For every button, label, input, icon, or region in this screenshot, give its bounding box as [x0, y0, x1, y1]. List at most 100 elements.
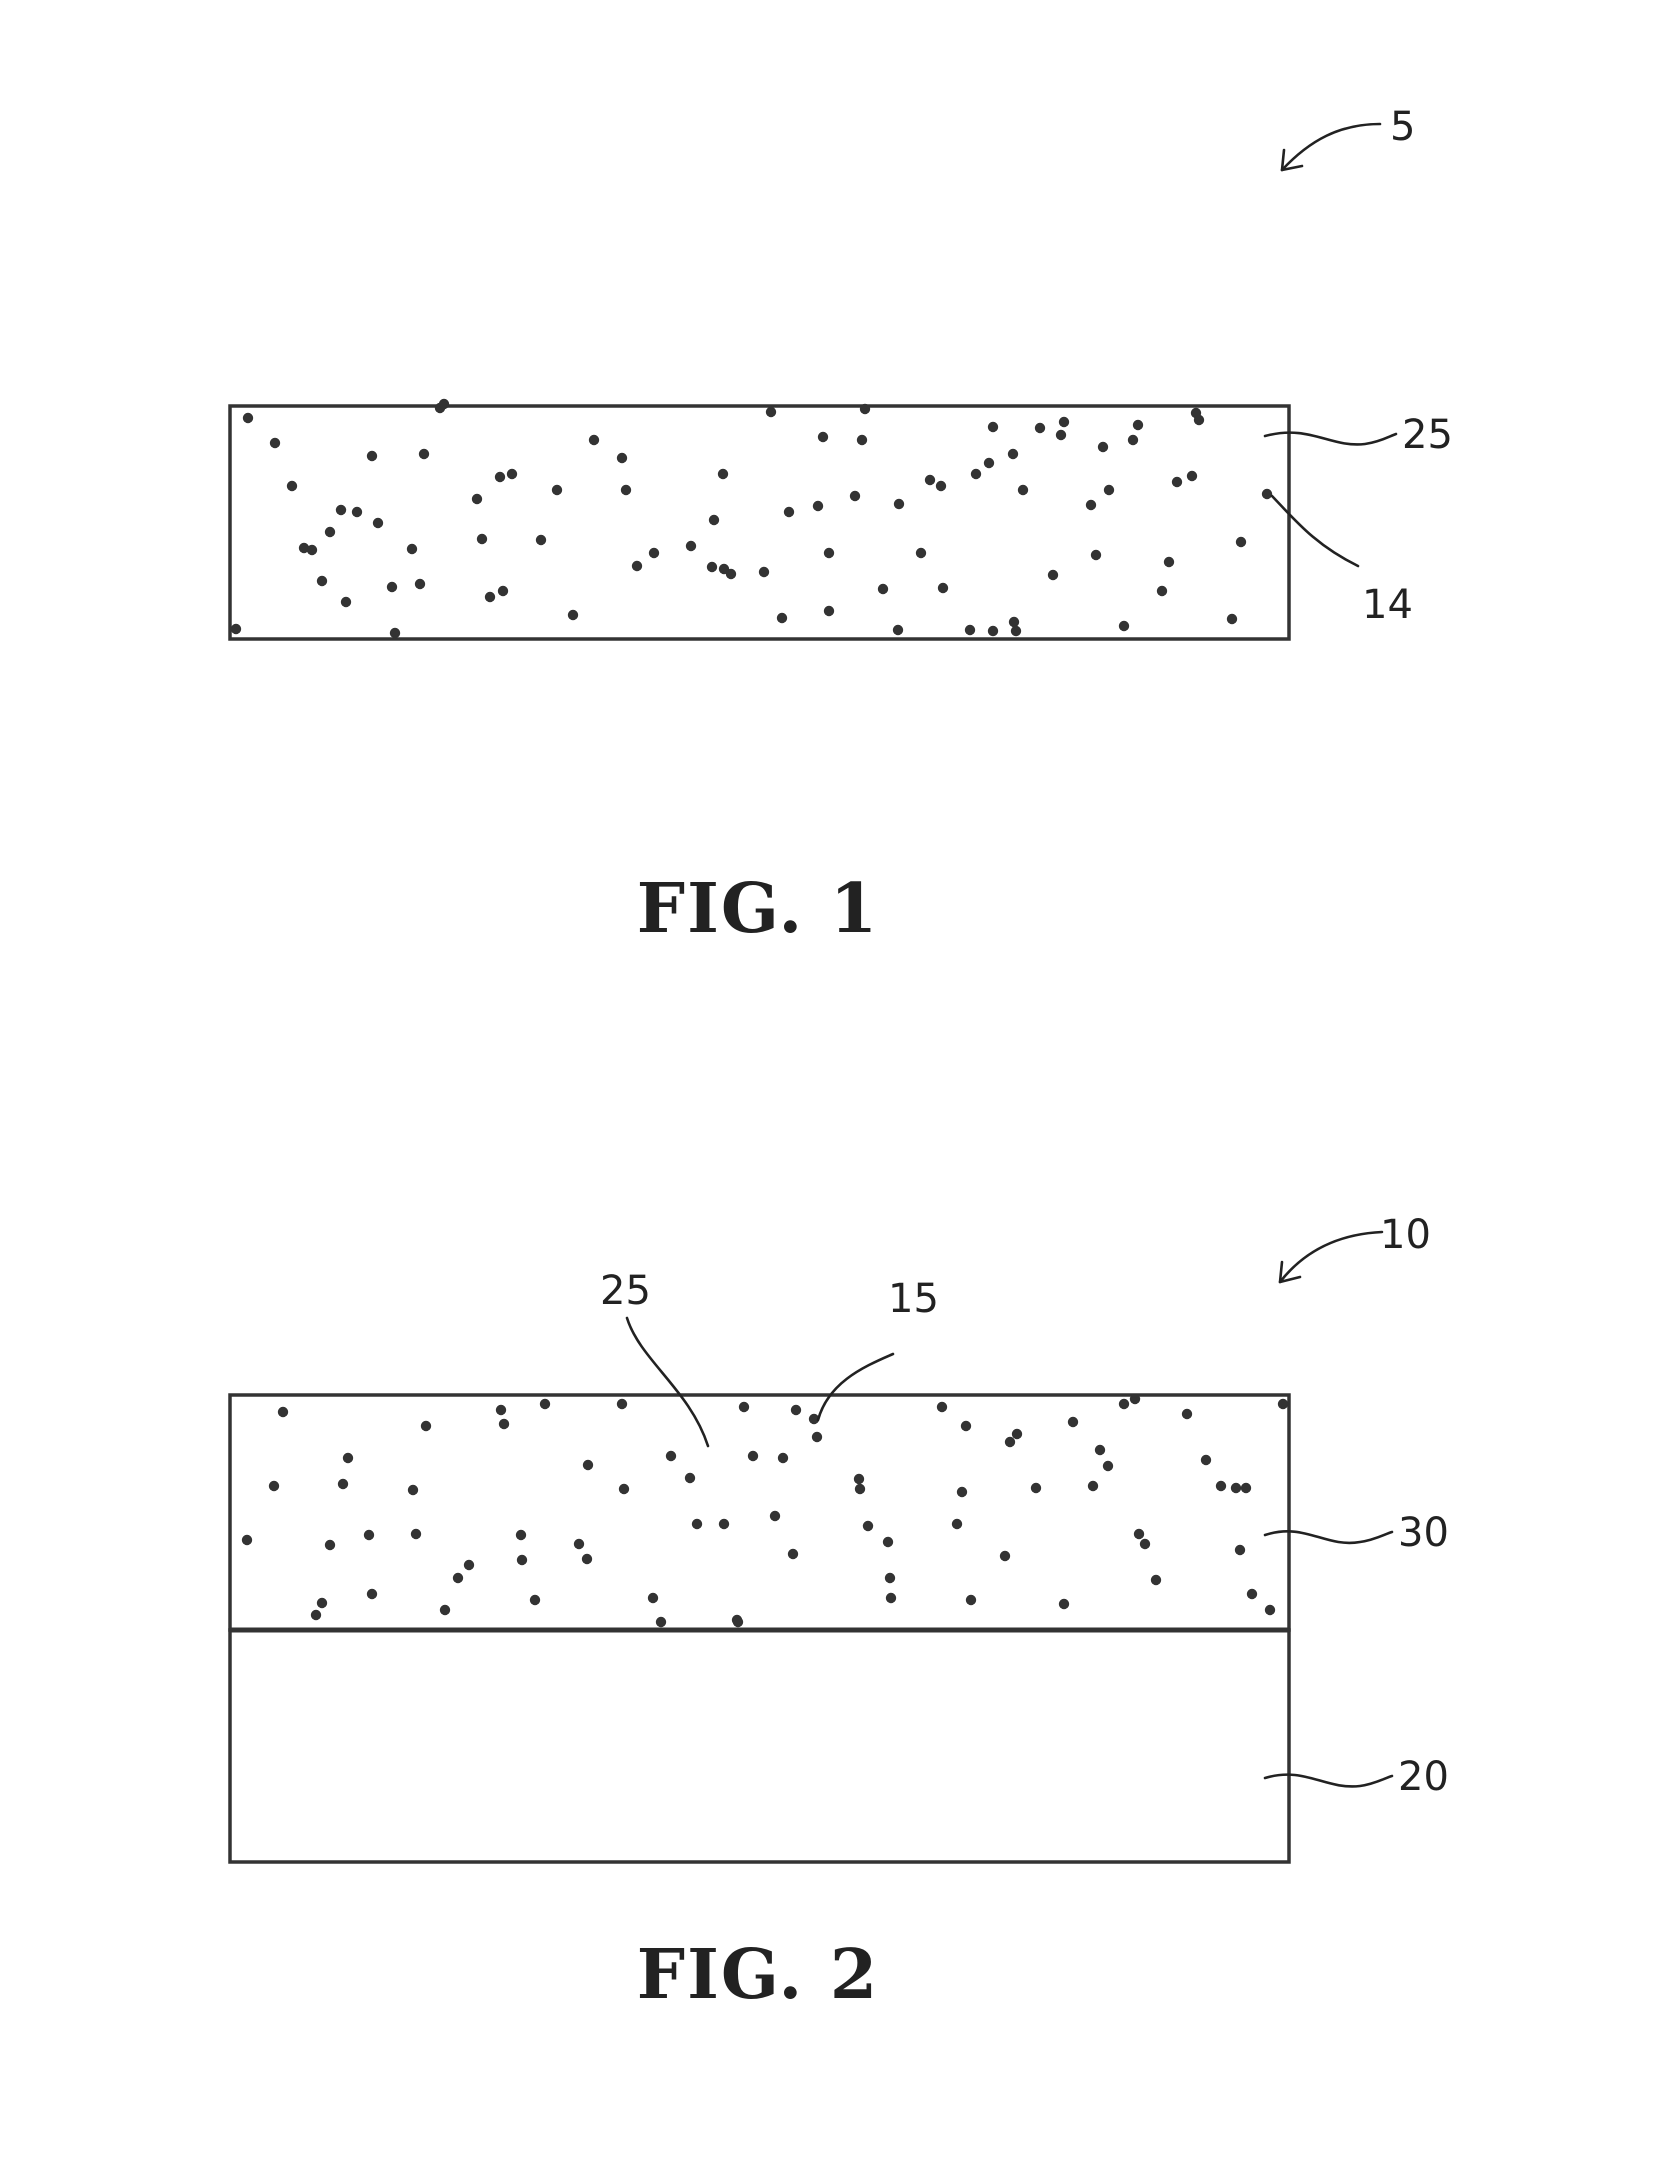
fig1-particle — [336, 505, 346, 515]
fig2-particle — [863, 1521, 873, 1531]
fig2-particle — [464, 1560, 474, 1570]
fig1-particle — [552, 485, 562, 495]
fig2-particle — [338, 1479, 348, 1489]
fig2-particle — [937, 1402, 947, 1412]
fig1-particle — [850, 491, 860, 501]
fig1-particle — [407, 544, 417, 554]
fig1-particle — [1172, 477, 1182, 487]
fig2-particle — [582, 1554, 592, 1564]
fig1-particle — [857, 435, 867, 445]
fig1-particle — [1086, 500, 1096, 510]
fig2-coating-layer — [230, 1395, 1289, 1630]
fig1-particle — [472, 494, 482, 504]
fig1-assembly-arrow — [1282, 124, 1380, 170]
fig2-particle — [719, 1519, 729, 1529]
fig2-particle — [855, 1484, 865, 1494]
fig2-particle — [770, 1511, 780, 1521]
fig1-particle — [507, 469, 517, 479]
fig1-particle — [621, 485, 631, 495]
fig1-particle — [617, 453, 627, 463]
fig2-particle — [496, 1405, 506, 1415]
fig2-assembly-label: 10 — [1380, 1212, 1431, 1258]
fig2-particle — [453, 1573, 463, 1583]
fig1-particle — [367, 451, 377, 461]
fig1-assembly-label: 5 — [1390, 104, 1415, 150]
fig2-particle — [1059, 1599, 1069, 1609]
fig2-particle — [499, 1419, 509, 1429]
fig2-particle — [343, 1453, 353, 1463]
fig2-particle — [1241, 1483, 1251, 1493]
fig1-particle — [498, 586, 508, 596]
fig2-particle — [1130, 1394, 1140, 1404]
fig2-coating-leader — [1265, 1531, 1392, 1543]
fig1-particle — [709, 515, 719, 525]
fig2-particle — [685, 1473, 695, 1483]
fig1-particle — [1187, 471, 1197, 481]
fig1-particle — [766, 407, 776, 417]
fig1-particle — [390, 628, 400, 638]
fig2-coating-label: 30 — [1398, 1510, 1449, 1556]
fig1-particle — [419, 449, 429, 459]
fig1-particle-leader — [1272, 496, 1358, 566]
fig2-particle — [311, 1610, 321, 1620]
fig2-particle — [1235, 1545, 1245, 1555]
fig2-particle — [692, 1519, 702, 1529]
fig1-particle — [824, 548, 834, 558]
fig2-particle — [791, 1405, 801, 1415]
fig2-particle — [788, 1549, 798, 1559]
fig2-particle — [1247, 1589, 1257, 1599]
fig1-particle — [231, 624, 241, 634]
fig1-particle — [686, 541, 696, 551]
fig2-particle — [1231, 1483, 1241, 1493]
fig1-particle — [718, 469, 728, 479]
fig1-particle — [878, 584, 888, 594]
fig1-particle — [1104, 485, 1114, 495]
fig1-particle — [971, 469, 981, 479]
fig2-particle — [666, 1451, 676, 1461]
fig2-particle — [540, 1399, 550, 1409]
fig1-particle — [325, 527, 335, 537]
fig1-matrix-leader — [1265, 433, 1396, 445]
fig1-particle — [784, 507, 794, 517]
fig2-particle — [733, 1617, 743, 1627]
fig2-particle — [619, 1484, 629, 1494]
fig2-particle — [1201, 1455, 1211, 1465]
fig2-particle — [957, 1487, 967, 1497]
fig2-particle — [1134, 1529, 1144, 1539]
fig2-particle — [1151, 1575, 1161, 1585]
fig2-particle — [583, 1460, 593, 1470]
fig2-particle — [278, 1407, 288, 1417]
fig2-particle — [1088, 1481, 1098, 1491]
fig2-particle — [961, 1421, 971, 1431]
fig2-particle — [242, 1535, 252, 1545]
fig1-particle — [415, 579, 425, 589]
fig1-particle — [1008, 449, 1018, 459]
fig1-particle — [632, 561, 642, 571]
fig1-particle — [649, 548, 659, 558]
fig1-particle — [387, 582, 397, 592]
figure-1: 5 25 14 FIG. 1 — [230, 104, 1453, 949]
fig2-particle — [1095, 1445, 1105, 1455]
fig2-particle — [952, 1519, 962, 1529]
fig1-particle — [307, 545, 317, 555]
fig2-particle — [517, 1555, 527, 1565]
fig2-particle — [317, 1598, 327, 1608]
fig1-particle — [777, 613, 787, 623]
fig2-particle — [1005, 1437, 1015, 1447]
fig1-particle — [1009, 617, 1019, 627]
fig1-particle — [1262, 489, 1272, 499]
fig2-particle — [530, 1595, 540, 1605]
fig2-particle — [778, 1453, 788, 1463]
fig1-particle — [1018, 485, 1028, 495]
fig2-particle — [1182, 1409, 1192, 1419]
fig2-particle — [854, 1474, 864, 1484]
fig1-particle — [439, 399, 449, 409]
fig1-particle — [965, 625, 975, 635]
fig2-particle — [1068, 1417, 1078, 1427]
fig1-particle — [936, 481, 946, 491]
fig2-particle — [886, 1593, 896, 1603]
fig2-particles — [242, 1394, 1288, 1627]
fig1-particle — [589, 435, 599, 445]
fig1-particle — [1236, 537, 1246, 547]
fig1-particle — [287, 481, 297, 491]
